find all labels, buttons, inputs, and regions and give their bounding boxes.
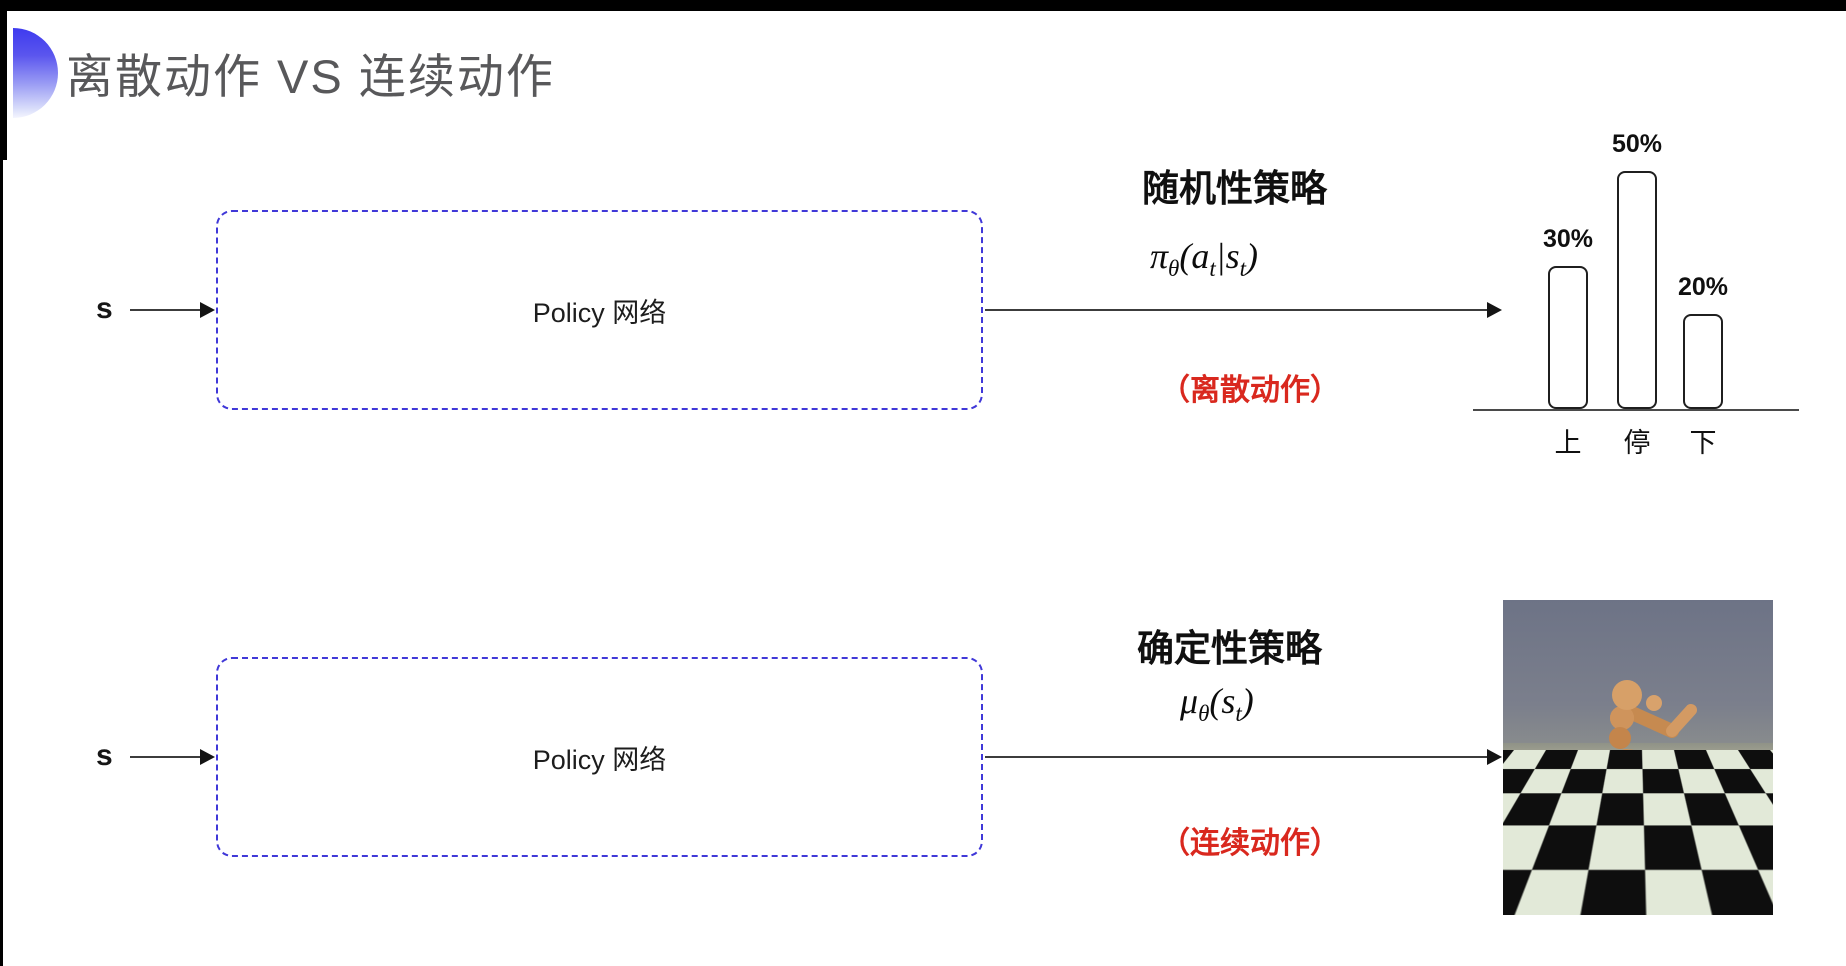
top-input-arrow: [130, 302, 215, 318]
formula-close: ): [1246, 236, 1259, 276]
bottom-policy-network-box: Policy 网络: [216, 657, 983, 857]
bottom-input-arrow: [130, 749, 215, 765]
deterministic-policy-formula: μθ(st): [1180, 680, 1254, 727]
video-frame-left-corner: [0, 0, 7, 160]
formula-open-s: (s: [1209, 681, 1236, 721]
bar-category-label: 上: [1554, 428, 1582, 458]
bar-value-label: 30%: [1542, 225, 1594, 253]
formula-mu: μ: [1180, 681, 1199, 721]
bottom-policy-box-label: Policy 网络: [532, 744, 667, 775]
deterministic-policy-title: 确定性策略: [1137, 628, 1322, 669]
formula-open-a: (a: [1179, 236, 1210, 276]
formula-s-sub: t: [1235, 701, 1242, 727]
stochastic-policy-formula: πθ(at|st): [1150, 235, 1258, 282]
bar-停: [1617, 171, 1657, 409]
continuous-action-annotation: （连续动作）: [1160, 827, 1340, 860]
blue-half-sphere-icon: [13, 28, 58, 118]
mujoco-humanoid-on-checkerboard: [1503, 600, 1773, 915]
formula-bar-s: |s: [1215, 236, 1240, 276]
formula-theta-sub: θ: [1168, 256, 1180, 282]
top-state-input-label: s: [96, 292, 113, 325]
video-frame-left-bar: [0, 0, 3, 966]
page-title: 离散动作 VS 连续动作: [66, 50, 555, 103]
bar-category-label: 停: [1623, 428, 1651, 458]
discrete-action-annotation: （离散动作）: [1160, 374, 1340, 407]
formula-pi: π: [1150, 236, 1169, 276]
formula-s-sub: t: [1239, 256, 1247, 282]
bar-chart: 30% 50% 20% 上 停 下: [1473, 110, 1803, 462]
scene-horizon: [1503, 743, 1773, 755]
bottom-output-arrow: [985, 749, 1502, 765]
stochastic-policy-title: 随机性策略: [1142, 168, 1327, 209]
bar-上: [1548, 266, 1588, 409]
top-output-arrow: [985, 302, 1502, 318]
bottom-state-input-label: s: [96, 739, 113, 772]
scene-sky: [1503, 600, 1773, 750]
top-policy-box-label: Policy 网络: [532, 297, 667, 328]
bar-chart-xaxis: 上停下: [1473, 413, 1799, 459]
bar-chart-plot: 30% 50% 20%: [1473, 110, 1799, 411]
top-policy-network-box: Policy 网络: [216, 210, 983, 410]
bar-value-label: 50%: [1611, 130, 1663, 158]
formula-close: ): [1241, 681, 1254, 721]
bar-category-label: 下: [1689, 428, 1717, 458]
formula-theta-sub: θ: [1198, 701, 1210, 727]
bar-value-label: 20%: [1677, 273, 1729, 301]
formula-a-sub: t: [1209, 256, 1216, 282]
video-frame-top-bar: [0, 0, 1846, 11]
bar-下: [1683, 314, 1723, 409]
humanoid-robot-figure: [1590, 680, 1697, 858]
